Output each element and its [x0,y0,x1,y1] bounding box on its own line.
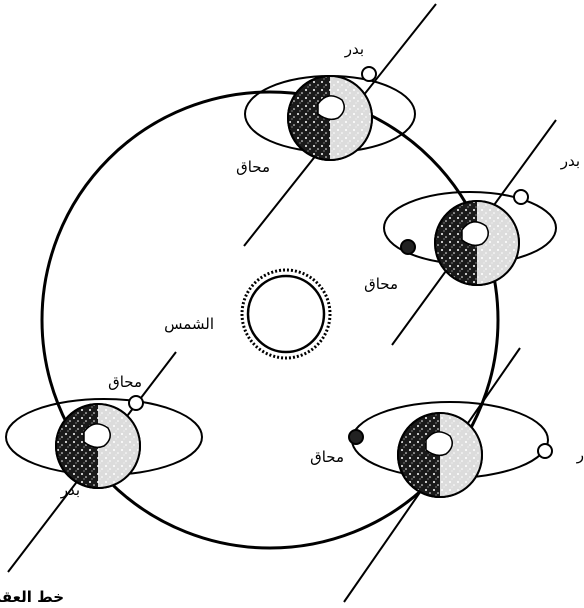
full-moon-label-bottom-right: بدر [576,446,584,464]
earth-icon [288,76,372,160]
nodes-line-label: خط العقد [0,588,64,606]
full-moon-icon [514,190,528,204]
full-moon-label-right: بدر [560,152,580,170]
new-moon-label-left: محاق [108,373,142,391]
sun-icon [242,270,330,358]
full-moon-label-top: بدر [344,40,364,58]
full-moon-label-left: بدر [60,481,80,499]
earth-icon [398,413,482,497]
earth-moon-system-top [244,4,436,246]
earth-moon-system-left [6,352,202,572]
earth-moon-system-bottom-right [344,348,552,602]
new-moon-icon [129,396,143,410]
new-moon-label-right: محاق [364,275,398,293]
sun-label: الشمس [164,315,214,333]
full-moon-icon [538,444,552,458]
earth-moon-system-right [384,120,556,345]
new-moon-label-top: محاق [236,158,270,176]
earth-icon [435,201,519,285]
new-moon-icon [349,430,363,444]
full-moon-icon [362,67,376,81]
new-moon-icon [401,240,415,254]
new-moon-label-bottom-right: محاق [310,448,344,466]
earth-icon [56,404,140,488]
